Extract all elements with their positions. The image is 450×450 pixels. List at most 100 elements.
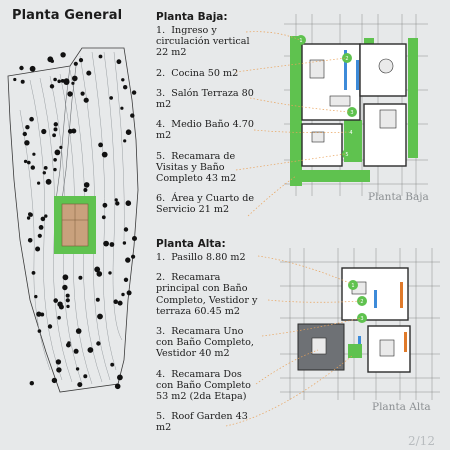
tree-icon xyxy=(131,254,136,259)
tree-icon xyxy=(57,301,63,307)
tree-icon xyxy=(22,131,27,137)
list-item: 4. Medio Baño 4.70 m2 xyxy=(156,119,254,142)
tree-icon xyxy=(25,125,30,130)
tree-icon xyxy=(19,65,24,71)
list-item: 6. Área y Cuarto de Servicio 21 m2 xyxy=(156,193,255,216)
tree-icon xyxy=(121,292,125,297)
tree-icon xyxy=(113,299,118,305)
tree-icon xyxy=(41,128,47,135)
tree-icon xyxy=(87,347,94,353)
svg-text:4: 4 xyxy=(349,130,352,136)
tree-icon xyxy=(57,315,61,320)
tree-icon xyxy=(53,298,58,303)
tree-icon xyxy=(95,297,100,302)
tree-icon xyxy=(27,160,31,165)
tree-icon xyxy=(53,167,57,172)
tree-icon xyxy=(130,113,135,118)
tree-icon xyxy=(66,342,71,348)
list-item: 1. Ingreso y circulación vertical 22 m2 xyxy=(156,25,250,59)
site-boundary xyxy=(7,47,139,393)
tree-icon xyxy=(36,311,42,317)
tree-icon xyxy=(53,127,58,132)
tree-icon xyxy=(123,139,127,143)
list-item: 5. Recamara de Visitas y Baño Completo 4… xyxy=(156,150,237,185)
tree-icon xyxy=(51,377,58,384)
tree-icon xyxy=(27,238,33,243)
svg-text:5: 5 xyxy=(345,152,348,158)
tree-icon xyxy=(13,77,17,82)
tree-icon xyxy=(49,84,55,89)
tree-icon xyxy=(65,298,70,303)
tree-icon xyxy=(45,178,52,185)
tree-icon xyxy=(32,152,36,156)
page-title: Planta General xyxy=(12,8,123,23)
tree-icon xyxy=(72,75,78,82)
tree-icon xyxy=(35,246,41,252)
list-item: 4. Recamara Dos con Baño Completo 53 m2 … xyxy=(156,368,251,403)
tree-icon xyxy=(132,236,137,241)
list-item: 3. Salón Terraza 80 m2 xyxy=(156,87,254,111)
tree-icon xyxy=(116,59,122,65)
tree-icon xyxy=(109,242,115,247)
tree-icon xyxy=(34,294,38,299)
tree-icon xyxy=(28,212,33,217)
tree-icon xyxy=(65,293,70,298)
svg-text:1: 1 xyxy=(351,283,354,289)
list-item: 2. Recamara principal con Baño Completo,… xyxy=(156,272,258,317)
planta-alta-title: Planta Alta: xyxy=(156,238,226,250)
tree-icon xyxy=(53,122,58,127)
tree-icon xyxy=(20,79,25,84)
planta-baja-list: 1. Ingreso y circulación vertical 22 m2 2… xyxy=(156,25,254,225)
tree-icon xyxy=(43,166,48,170)
tree-icon xyxy=(75,328,82,334)
tree-icon xyxy=(117,374,123,381)
list-item: 3. Recamara Uno con Baño Completo, Vesti… xyxy=(156,326,254,360)
tree-icon xyxy=(123,85,128,90)
tree-icon xyxy=(123,277,129,282)
tree-icon xyxy=(63,79,70,85)
tree-icon xyxy=(96,271,103,277)
topographic-contours xyxy=(19,51,125,385)
house-footprint xyxy=(54,196,96,254)
tree-icon xyxy=(125,129,132,135)
tree-icon xyxy=(62,284,68,291)
tree-icon xyxy=(126,290,132,296)
tree-icon xyxy=(42,171,46,175)
tree-icon xyxy=(98,142,103,148)
tree-icon xyxy=(60,52,66,58)
svg-text:3: 3 xyxy=(350,110,353,116)
tree-icon xyxy=(54,149,61,156)
tree-icon xyxy=(40,216,46,222)
svg-text:1: 1 xyxy=(299,38,302,44)
tree-icon xyxy=(101,151,108,158)
planta-alta-list: 1. Pasillo 8.80 m2 2. Recamara principal … xyxy=(156,252,257,443)
tree-icon xyxy=(122,241,127,245)
tree-icon xyxy=(29,116,34,122)
list-item: 1. Pasillo 8.80 m2 xyxy=(156,252,246,263)
tree-icon xyxy=(44,214,48,218)
list-item: 2. Cocina 50 m2 xyxy=(156,67,239,79)
tree-icon xyxy=(59,145,63,149)
tree-icon xyxy=(83,188,88,192)
tree-icon xyxy=(83,182,90,188)
tree-icon xyxy=(31,271,36,275)
tree-icon xyxy=(67,128,73,134)
tree-icon xyxy=(62,274,69,281)
tree-icon xyxy=(47,324,53,329)
tree-icon xyxy=(73,61,78,66)
tree-icon xyxy=(29,65,36,72)
tree-icon xyxy=(115,201,120,206)
tree-icon xyxy=(40,312,45,317)
tree-icon xyxy=(114,198,118,202)
tree-icon xyxy=(37,233,42,238)
tree-icon xyxy=(78,58,84,63)
svg-text:2: 2 xyxy=(345,56,348,62)
tree-icon xyxy=(114,383,121,390)
tree-icon xyxy=(47,56,54,63)
tree-icon xyxy=(67,91,73,97)
tree-icon xyxy=(26,216,31,220)
site-trees xyxy=(13,52,137,390)
tree-icon xyxy=(83,374,88,379)
planta-baja-title: Planta Baja: xyxy=(156,11,228,23)
tree-icon xyxy=(66,304,70,309)
